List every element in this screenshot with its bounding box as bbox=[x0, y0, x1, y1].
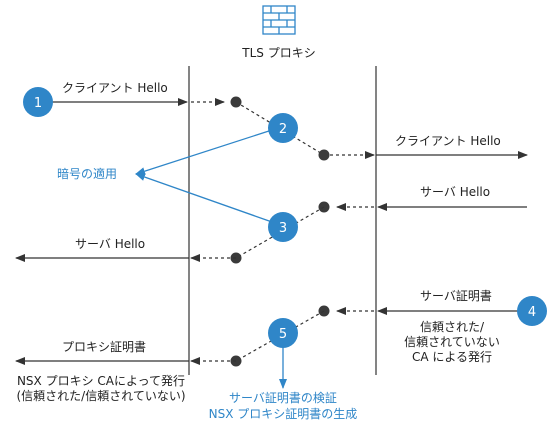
client-hello-in-label: クライアント Hello bbox=[62, 81, 168, 95]
cert-issuer-line-3: CA による発行 bbox=[412, 350, 492, 364]
server-cert-label: サーバ証明書 bbox=[420, 289, 492, 303]
step-2-number: 2 bbox=[279, 122, 287, 137]
step-4-badge: 4 bbox=[517, 296, 547, 326]
step-2-badge: 2 bbox=[268, 113, 298, 143]
proxy-cert-label: プロキシ証明書 bbox=[62, 340, 146, 354]
dot-b bbox=[318, 149, 330, 161]
verify-line-2: NSX プロキシ証明書の生成 bbox=[209, 407, 358, 421]
server-hello-out-label: サーバ Hello bbox=[75, 237, 145, 251]
proxy-issuer-line-1: NSX プロキシ CAによって発行 bbox=[17, 374, 185, 388]
client-hello-out-label: クライアント Hello bbox=[395, 134, 501, 148]
step-4-number: 4 bbox=[528, 305, 536, 320]
proxy-issuer-line-2: (信頼された/信頼されていない) bbox=[16, 389, 185, 403]
apply-cipher-label: 暗号の適用 bbox=[57, 166, 117, 181]
cipher-link-3 bbox=[135, 173, 273, 223]
dot-a bbox=[230, 96, 242, 108]
step-3-badge: 3 bbox=[268, 212, 298, 242]
step-1-badge: 1 bbox=[23, 87, 53, 117]
step-1-number: 1 bbox=[34, 96, 42, 111]
firewall-icon bbox=[262, 5, 296, 35]
step-5-number: 5 bbox=[279, 327, 287, 342]
cert-issuer-line-1: 信頼された/ bbox=[420, 320, 485, 334]
diagram-title: TLS プロキシ bbox=[241, 46, 315, 60]
step-5-badge: 5 bbox=[268, 318, 298, 348]
verify-line-1: サーバ証明書の検証 bbox=[229, 391, 337, 405]
dash-2 bbox=[235, 101, 325, 156]
step-3-number: 3 bbox=[279, 221, 287, 236]
cipher-link-2 bbox=[135, 129, 273, 176]
server-hello-in-label: サーバ Hello bbox=[420, 185, 490, 199]
cert-issuer-line-2: 信頼されていない bbox=[404, 335, 500, 349]
